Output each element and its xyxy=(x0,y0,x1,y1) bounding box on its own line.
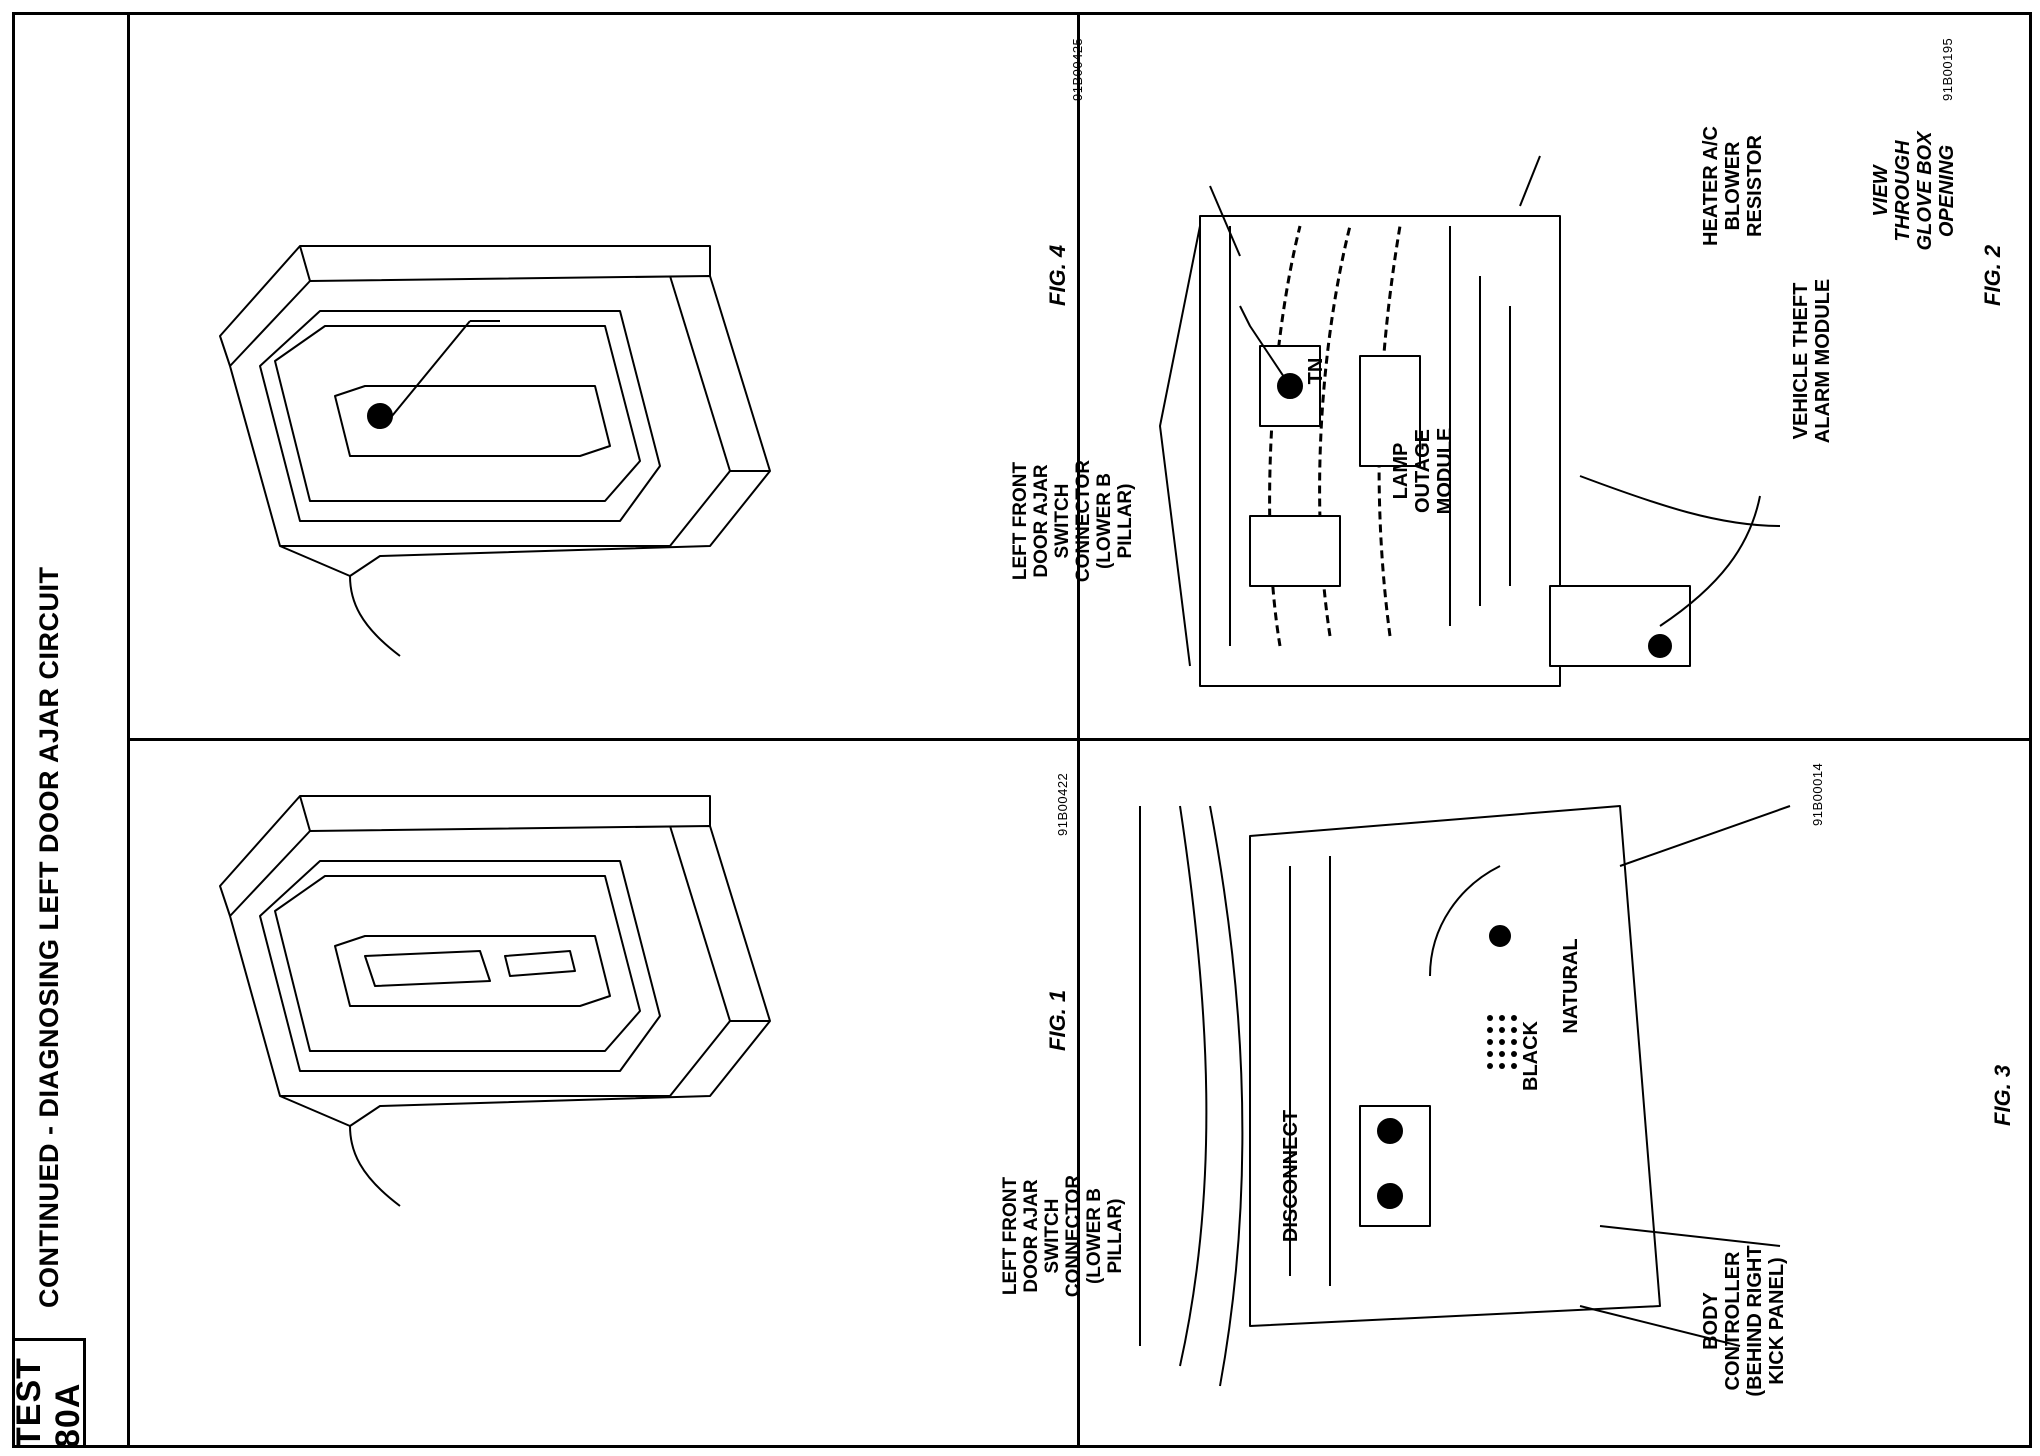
vertical-divider xyxy=(130,738,2032,741)
fig3-callout-body-controller: BODY CONTROLLER (BEHIND RIGHT KICK PANEL… xyxy=(1700,1245,1788,1397)
fig2-harness-drawing xyxy=(1100,126,1820,726)
fig3-callout-natural: NATURAL xyxy=(1560,938,1582,1034)
fig4-connector-drawing xyxy=(140,156,1040,716)
fig3-label: FIG. 3 xyxy=(1990,1064,2015,1126)
fig1-connector-drawing xyxy=(150,766,1010,1246)
fig4-callout-tn: TN xyxy=(1305,357,1327,385)
fig2-callout-view-glovebox: VIEW THROUGH GLOVE BOX OPENING xyxy=(1870,131,1958,251)
fig2-callout-heater-resistor: HEATER A/C BLOWER RESISTOR xyxy=(1700,126,1766,246)
fig2-callout-lamp-outage: LAMP OUTAGE MODULE xyxy=(1390,427,1456,515)
test-id: TEST 80A xyxy=(10,1357,87,1448)
fig3-callout-black: BLACK xyxy=(1520,1021,1542,1091)
fig4-callout-connector: LEFT FRONT DOOR AJAR SWITCH CONNECTOR (L… xyxy=(1010,459,1136,583)
page-title: CONTINUED - DIAGNOSING LEFT DOOR AJAR CI… xyxy=(33,566,64,1309)
fig1-code: 91B00422 xyxy=(1055,772,1070,836)
fig4-label: FIG. 4 xyxy=(1045,244,1070,306)
fig4-code: 91B00425 xyxy=(1070,37,1085,101)
fig2-callout-theft-alarm: VEHICLE THEFT ALARM MODULE xyxy=(1790,278,1834,444)
fig2-label: FIG. 2 xyxy=(1980,244,2005,306)
fig3-body-controller-drawing xyxy=(1100,766,1820,1426)
fig3-callout-disconnect: DISCONNECT xyxy=(1280,1109,1302,1243)
fig2-code: 91B00195 xyxy=(1940,37,1955,101)
fig1-label: FIG. 1 xyxy=(1045,989,1070,1051)
fig3-code: 91B00014 xyxy=(1810,762,1825,826)
